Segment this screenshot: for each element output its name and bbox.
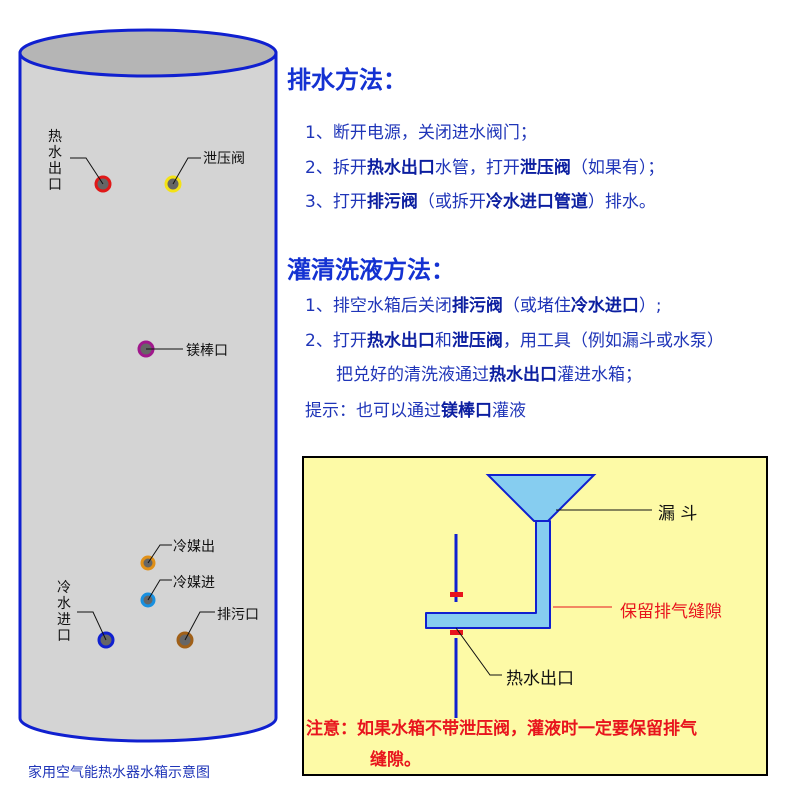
fill-tip: 提示：也可以通过镁棒口灌液 [305,401,526,421]
label-funnel: 漏 斗 [658,504,698,524]
fill-step-2-continued: 把兑好的清洗液通过热水出口灌进水箱； [336,365,642,385]
emphasis-drain-valve: 排污阀 [451,296,503,316]
label-refrigerant-out: 冷媒出 [173,539,215,555]
emphasis-pressure-relief-valve: 泄压阀 [451,331,503,351]
leader-drain [184,611,215,641]
fill-step-1: 1、排空水箱后关闭排污阀（或堵住冷水进口）; [305,296,662,316]
warning-note-line2: 缝隙。 [370,750,421,770]
label-outlet: 热水出口 [506,669,574,689]
leader-refrigerant-out [147,544,172,564]
emphasis-drain-valve: 排污阀 [366,192,418,212]
fill-step-2: 2、打开热水出口和泄压阀，用工具（例如漏斗或水泵） [305,331,724,351]
emphasis-hot-water-outlet: 热水出口 [366,331,435,351]
tank-top [18,28,278,78]
tank-body [18,51,278,743]
label-magnesium-rod-port: 镁棒口 [186,343,228,359]
leader-cold-water-inlet [77,611,107,641]
drain-step-3: 3、打开排污阀（或拆开冷水进口管道）排水。 [305,192,656,212]
tank-caption: 家用空气能热水器水箱示意图 [28,765,210,781]
funnel [485,474,597,522]
seal-marker-top [450,592,463,597]
funnel-pipe [425,520,551,629]
leader-pressure-relief [172,157,201,185]
leader-hot-water-outlet [70,157,104,185]
emphasis-cold-water-inlet: 冷水进口 [570,296,639,316]
label-air-gap: 保留排气缝隙 [620,602,722,622]
emphasis-pressure-relief-valve: 泄压阀 [519,158,571,178]
label-refrigerant-in: 冷媒进 [173,575,215,591]
emphasis-cold-inlet-pipe: 冷水进口管道 [485,192,588,212]
emphasis-hot-water-outlet: 热水出口 [366,158,435,178]
drain-method-title: 排水方法： [287,66,407,94]
label-drain-port: 排污口 [217,607,259,623]
leader-refrigerant-in [147,579,172,601]
label-cold-water-inlet: 冷水进口 [57,580,71,644]
drain-step-1: 1、断开电源，关闭进水阀门； [305,123,537,143]
leader-outlet [455,627,502,676]
seal-marker-bottom [450,630,463,635]
label-hot-water-outlet: 热水出口 [48,129,62,193]
drain-step-2: 2、拆开热水出口水管，打开泄压阀（如果有）； [305,158,665,178]
fill-method-title: 灌清洗液方法： [287,256,455,284]
emphasis-hot-water-outlet: 热水出口 [489,365,557,385]
label-pressure-relief-valve: 泄压阀 [203,151,245,167]
warning-note-line1: 注意：如果水箱不带泄压阀，灌液时一定要保留排气 [306,719,697,739]
emphasis-magnesium-rod-port: 镁棒口 [441,401,492,421]
